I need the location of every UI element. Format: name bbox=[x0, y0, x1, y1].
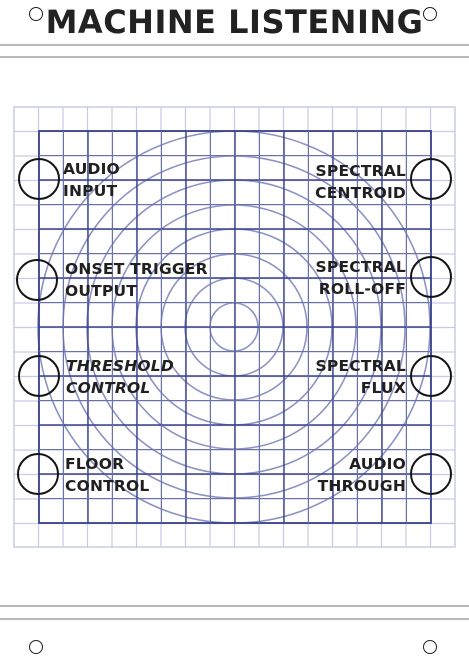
dark-foreground-grid bbox=[38, 130, 432, 524]
spectral-rolloff-label: SPECTRAL ROLL-OFF bbox=[315, 258, 406, 298]
onset-trigger-output-jack[interactable] bbox=[16, 259, 58, 301]
threshold-control-label: THRESHOLD CONTROL bbox=[66, 357, 174, 397]
onset-trigger-output-label: ONSET TRIGGER OUTPUT bbox=[65, 260, 208, 300]
screw-top-right bbox=[423, 7, 437, 21]
screw-bottom-right bbox=[423, 640, 437, 654]
screw-top-left bbox=[29, 7, 43, 21]
audio-through-jack[interactable] bbox=[410, 453, 452, 495]
spectral-centroid-jack[interactable] bbox=[410, 158, 452, 200]
threshold-control-jack[interactable] bbox=[18, 355, 60, 397]
spectral-centroid-label: SPECTRAL CENTROID bbox=[315, 162, 406, 202]
bottom-rail-line-2 bbox=[0, 618, 469, 620]
audio-input-jack[interactable] bbox=[18, 158, 60, 200]
top-rail-line-1 bbox=[0, 44, 469, 46]
audio-input-label: AUDIO INPUT bbox=[63, 160, 120, 200]
spectral-rolloff-jack[interactable] bbox=[410, 256, 452, 298]
spectral-flux-label: SPECTRAL FLUX bbox=[315, 357, 406, 397]
audio-through-label: AUDIO THROUGH bbox=[317, 455, 406, 495]
top-rail-line-2 bbox=[0, 56, 469, 58]
floor-control-jack[interactable] bbox=[17, 453, 59, 495]
spectral-flux-jack[interactable] bbox=[410, 355, 452, 397]
bottom-rail-line-1 bbox=[0, 605, 469, 607]
screw-bottom-left bbox=[29, 640, 43, 654]
floor-control-label: FLOOR CONTROL bbox=[65, 455, 150, 495]
module-title: MACHINE LISTENING bbox=[45, 3, 424, 41]
